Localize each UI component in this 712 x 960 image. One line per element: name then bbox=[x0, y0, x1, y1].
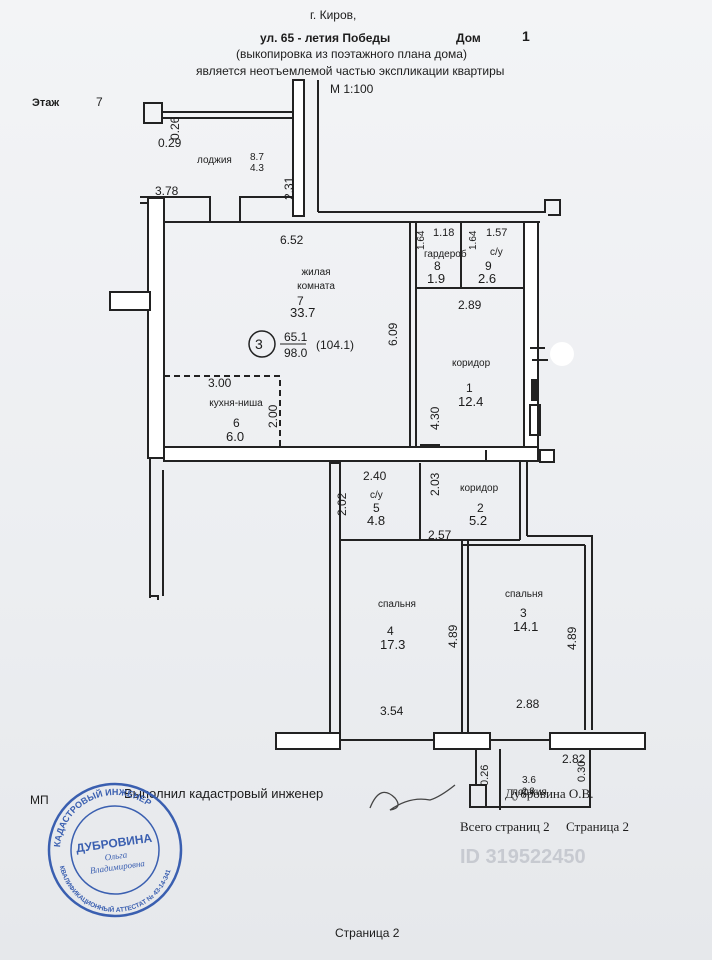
dim-430: 4.30 bbox=[428, 406, 442, 430]
room-wardrobe-area: 1.9 bbox=[427, 271, 446, 286]
stamp-inner-ring bbox=[70, 805, 160, 895]
dim-257: 2.57 bbox=[428, 528, 452, 542]
street-label: ул. 65 - летия Победы bbox=[260, 31, 391, 45]
room-wc-top-area: 2.6 bbox=[478, 271, 497, 286]
house-number: 1 bbox=[522, 28, 530, 44]
engineer-stamp: КАДАСТРОВЫЙ ИНЖЕНЕР КВАЛИФИКАЦИОННЫЙ АТТ… bbox=[45, 781, 183, 922]
dim-240: 2.40 bbox=[363, 469, 387, 483]
dim-164a: 1.64 bbox=[416, 230, 427, 250]
dim-026b: 0.26 bbox=[479, 764, 491, 786]
area-with-loggias: (104.1) bbox=[316, 338, 355, 352]
room-living-area: 33.7 bbox=[290, 305, 316, 320]
room-wc-top-name: с/у bbox=[490, 247, 503, 258]
pages-total: Всего страниц 2 bbox=[460, 819, 550, 834]
dim-378: 3.78 bbox=[155, 184, 179, 198]
room-bedroom3-area: 14.1 bbox=[513, 619, 539, 634]
room-bedroom3-number: 3 bbox=[520, 606, 527, 620]
dim-118: 1.18 bbox=[433, 227, 455, 239]
page-current: Страница 2 bbox=[566, 819, 630, 834]
room-loggia-top-area: 4.3 bbox=[250, 163, 264, 174]
room-bedroom4-area: 17.3 bbox=[380, 637, 406, 652]
room-loggia-bottom-area: 2.8 bbox=[522, 786, 535, 796]
dim-203: 2.03 bbox=[428, 472, 442, 496]
dim-030: 0.30 bbox=[576, 760, 588, 782]
column-box bbox=[143, 102, 163, 124]
note: является неотъемлемой частью экспликации… bbox=[196, 64, 505, 78]
room-corridor1-area: 12.4 bbox=[458, 394, 484, 409]
engineer-name: Дубровина О.В. bbox=[505, 786, 594, 801]
room-wc5-number: 5 bbox=[373, 501, 380, 515]
room-kitchen-number: 6 bbox=[233, 416, 240, 430]
area-living: 65.1 bbox=[284, 330, 308, 344]
room-loggia-top-number: 8.7 bbox=[250, 152, 264, 163]
room-bedroom3-name: спальня bbox=[505, 589, 543, 600]
room-kitchen-area: 6.0 bbox=[226, 429, 245, 444]
room-loggia-bottom-name: лоджия bbox=[512, 787, 547, 798]
dim-282: 2.82 bbox=[562, 752, 586, 766]
room-bedroom4-number: 4 bbox=[387, 624, 394, 638]
dim-029: 0.29 bbox=[158, 136, 182, 150]
room-corridor2-name: коридор bbox=[460, 483, 499, 494]
dim-609: 6.09 bbox=[386, 322, 400, 346]
dim-157: 1.57 bbox=[486, 227, 508, 239]
stamp-name: Ольга bbox=[104, 849, 128, 862]
room-kitchen-name: кухня-ниша bbox=[209, 398, 263, 409]
dim-288: 2.88 bbox=[516, 697, 540, 711]
area-total: 98.0 bbox=[284, 346, 308, 360]
stamp-outer-ring bbox=[47, 782, 183, 918]
room-loggia-top-name: лоджия bbox=[197, 155, 232, 166]
dim-489b: 4.89 bbox=[565, 626, 579, 650]
dim-231: 2.31 bbox=[282, 176, 296, 200]
watermark-id: ID 319522450 bbox=[460, 846, 586, 868]
mp-label: МП bbox=[30, 793, 49, 807]
room-wardrobe-number: 8 bbox=[434, 259, 441, 273]
room-wc5-name: с/у bbox=[370, 490, 383, 501]
dim-300: 3.00 bbox=[208, 376, 232, 390]
room-wardrobe-name: гардероб bbox=[424, 249, 467, 260]
dim-289: 2.89 bbox=[458, 298, 482, 312]
dim-354: 3.54 bbox=[380, 704, 404, 718]
apartment-number: 3 bbox=[255, 336, 263, 352]
dim-489a: 4.89 bbox=[446, 624, 460, 648]
room-corridor1-number: 1 bbox=[466, 381, 473, 395]
page-bottom: Страница 2 bbox=[335, 926, 400, 940]
room-wc-top-number: 9 bbox=[485, 259, 492, 273]
room-corridor2-area: 5.2 bbox=[469, 513, 488, 528]
room-corridor1-name: коридор bbox=[452, 358, 491, 369]
dim-202: 2.02 bbox=[335, 492, 349, 516]
room-corridor2-number: 2 bbox=[477, 501, 484, 515]
room-living-number: 7 bbox=[297, 294, 304, 308]
scale-label: M 1:100 bbox=[330, 82, 374, 96]
room-bedroom4-name: спальня bbox=[378, 599, 416, 610]
room-living-name: жилая комната bbox=[297, 267, 335, 292]
house-label: Дом bbox=[456, 31, 481, 45]
subtitle: (выкопировка из поэтажного плана дома) bbox=[236, 47, 467, 61]
room-wc5-area: 4.8 bbox=[367, 513, 386, 528]
floor-number: 7 bbox=[96, 95, 103, 109]
engineer-label: Выполнил кадастровый инженер bbox=[124, 786, 324, 801]
floor-label: Этаж bbox=[32, 97, 60, 109]
dim-164b: 1.64 bbox=[468, 230, 479, 250]
dim-652: 6.52 bbox=[280, 233, 304, 247]
dim-200: 2.00 bbox=[266, 404, 280, 428]
room-loggia-bottom-number: 3.6 bbox=[522, 775, 536, 786]
city-label: г. Киров, bbox=[310, 8, 357, 22]
